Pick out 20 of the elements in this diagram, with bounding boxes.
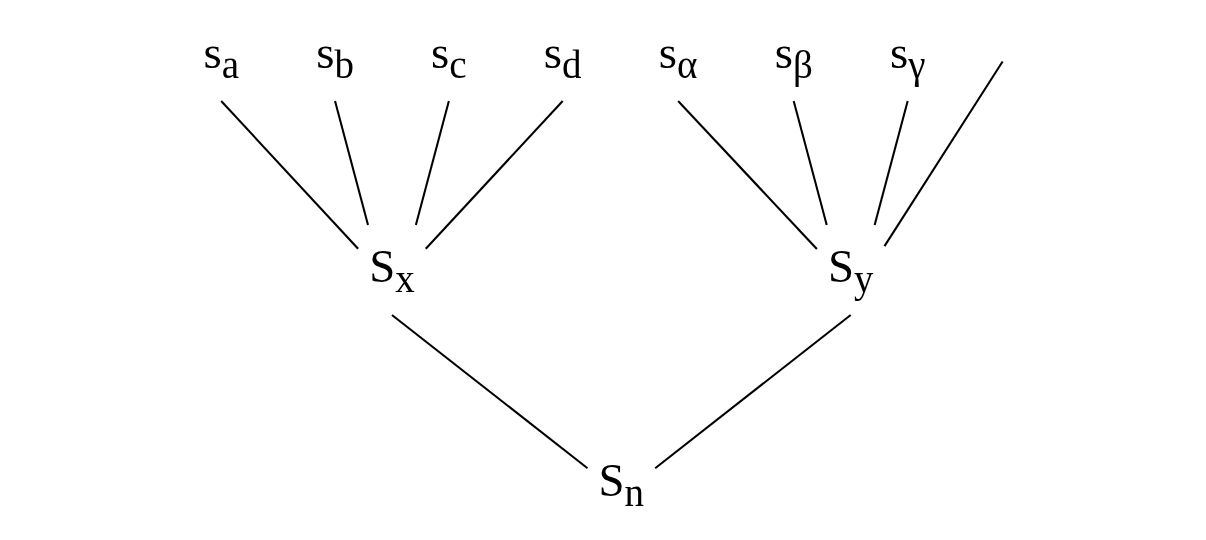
node-label: s$_{β}$ — [774, 26, 813, 87]
connector-line — [792, 100, 828, 226]
connector-line — [220, 100, 359, 250]
node-label: s$_{α}$ — [658, 26, 698, 87]
connector-line — [414, 100, 450, 226]
node-label: s$_{b}$ — [316, 26, 354, 87]
node-label: s$_{d}$ — [543, 26, 582, 87]
connector-line — [334, 100, 370, 226]
node-label: s$_{a}$ — [203, 26, 239, 87]
connector-line — [883, 60, 1004, 247]
connector-line — [677, 100, 818, 250]
connector-line — [425, 100, 564, 250]
node-label: s$_{c}$ — [431, 26, 467, 87]
node-label: S$_{x}$ — [369, 240, 415, 301]
connector-line — [873, 100, 909, 226]
connector-line — [654, 314, 852, 470]
connector-line — [391, 314, 589, 470]
node-label: s$_{γ}$ — [889, 26, 926, 87]
node-label: S$_{n}$ — [598, 454, 645, 515]
node-label: S$_{y}$ — [827, 240, 874, 301]
